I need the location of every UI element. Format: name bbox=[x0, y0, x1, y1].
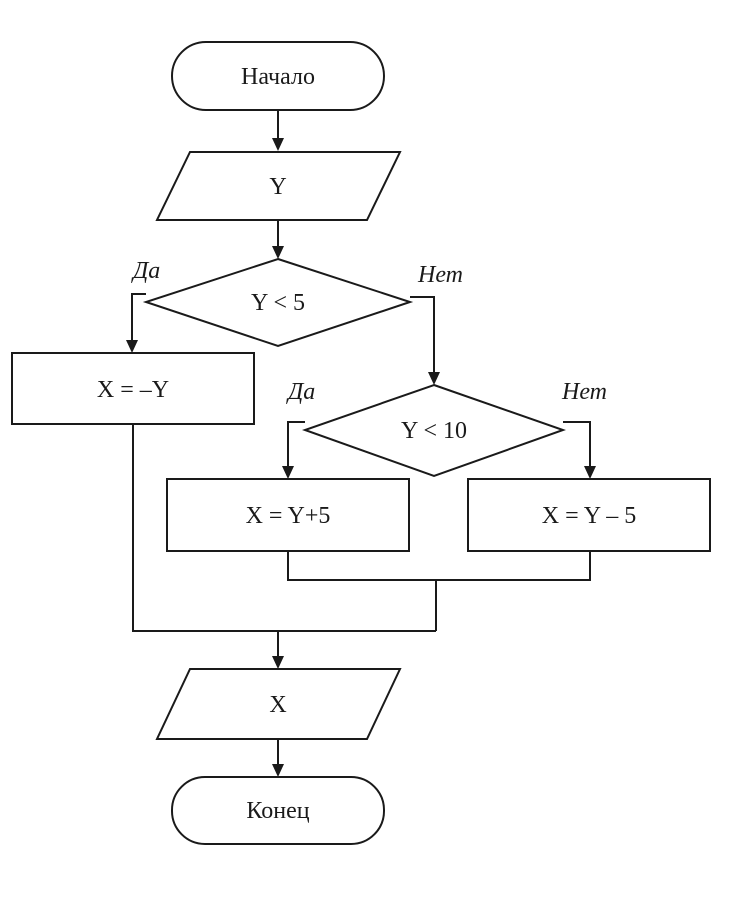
arrowhead bbox=[282, 466, 294, 479]
decision1-yes-label: Да bbox=[131, 258, 160, 284]
decision2-label: Y < 10 bbox=[401, 418, 467, 444]
decision2-no-label: Нет bbox=[561, 379, 607, 405]
decision1-no-label: Нет bbox=[417, 262, 463, 288]
process3-label: X = Y – 5 bbox=[542, 503, 636, 529]
decision2-diamond bbox=[301, 383, 567, 478]
arrowhead bbox=[584, 466, 596, 479]
decision1-label: Y < 5 bbox=[251, 290, 305, 316]
start-label: Начало bbox=[241, 64, 315, 90]
connector-decision1-yes bbox=[131, 293, 146, 342]
connector-merge-inner bbox=[287, 551, 591, 581]
connector-decision2-yes bbox=[287, 421, 305, 468]
process2-label: X = Y+5 bbox=[246, 503, 331, 529]
arrowhead bbox=[272, 246, 284, 259]
decision1-diamond bbox=[142, 257, 414, 348]
arrowhead bbox=[272, 764, 284, 777]
output-parallelogram bbox=[155, 668, 402, 740]
connector-merge-outer bbox=[132, 424, 436, 632]
arrowhead bbox=[272, 656, 284, 669]
connector-decision2-no bbox=[563, 421, 591, 468]
end-terminal bbox=[171, 776, 385, 845]
process1-label: X = –Y bbox=[97, 377, 169, 403]
arrowhead bbox=[428, 372, 440, 385]
input-parallelogram bbox=[155, 151, 402, 221]
decision2-yes-label: Да bbox=[286, 379, 315, 405]
output-label: X bbox=[269, 692, 286, 718]
end-label: Конец bbox=[246, 798, 309, 824]
connector-decision1-no bbox=[410, 296, 435, 374]
arrowhead bbox=[126, 340, 138, 353]
arrowhead bbox=[272, 138, 284, 151]
input-label: Y bbox=[269, 174, 286, 200]
